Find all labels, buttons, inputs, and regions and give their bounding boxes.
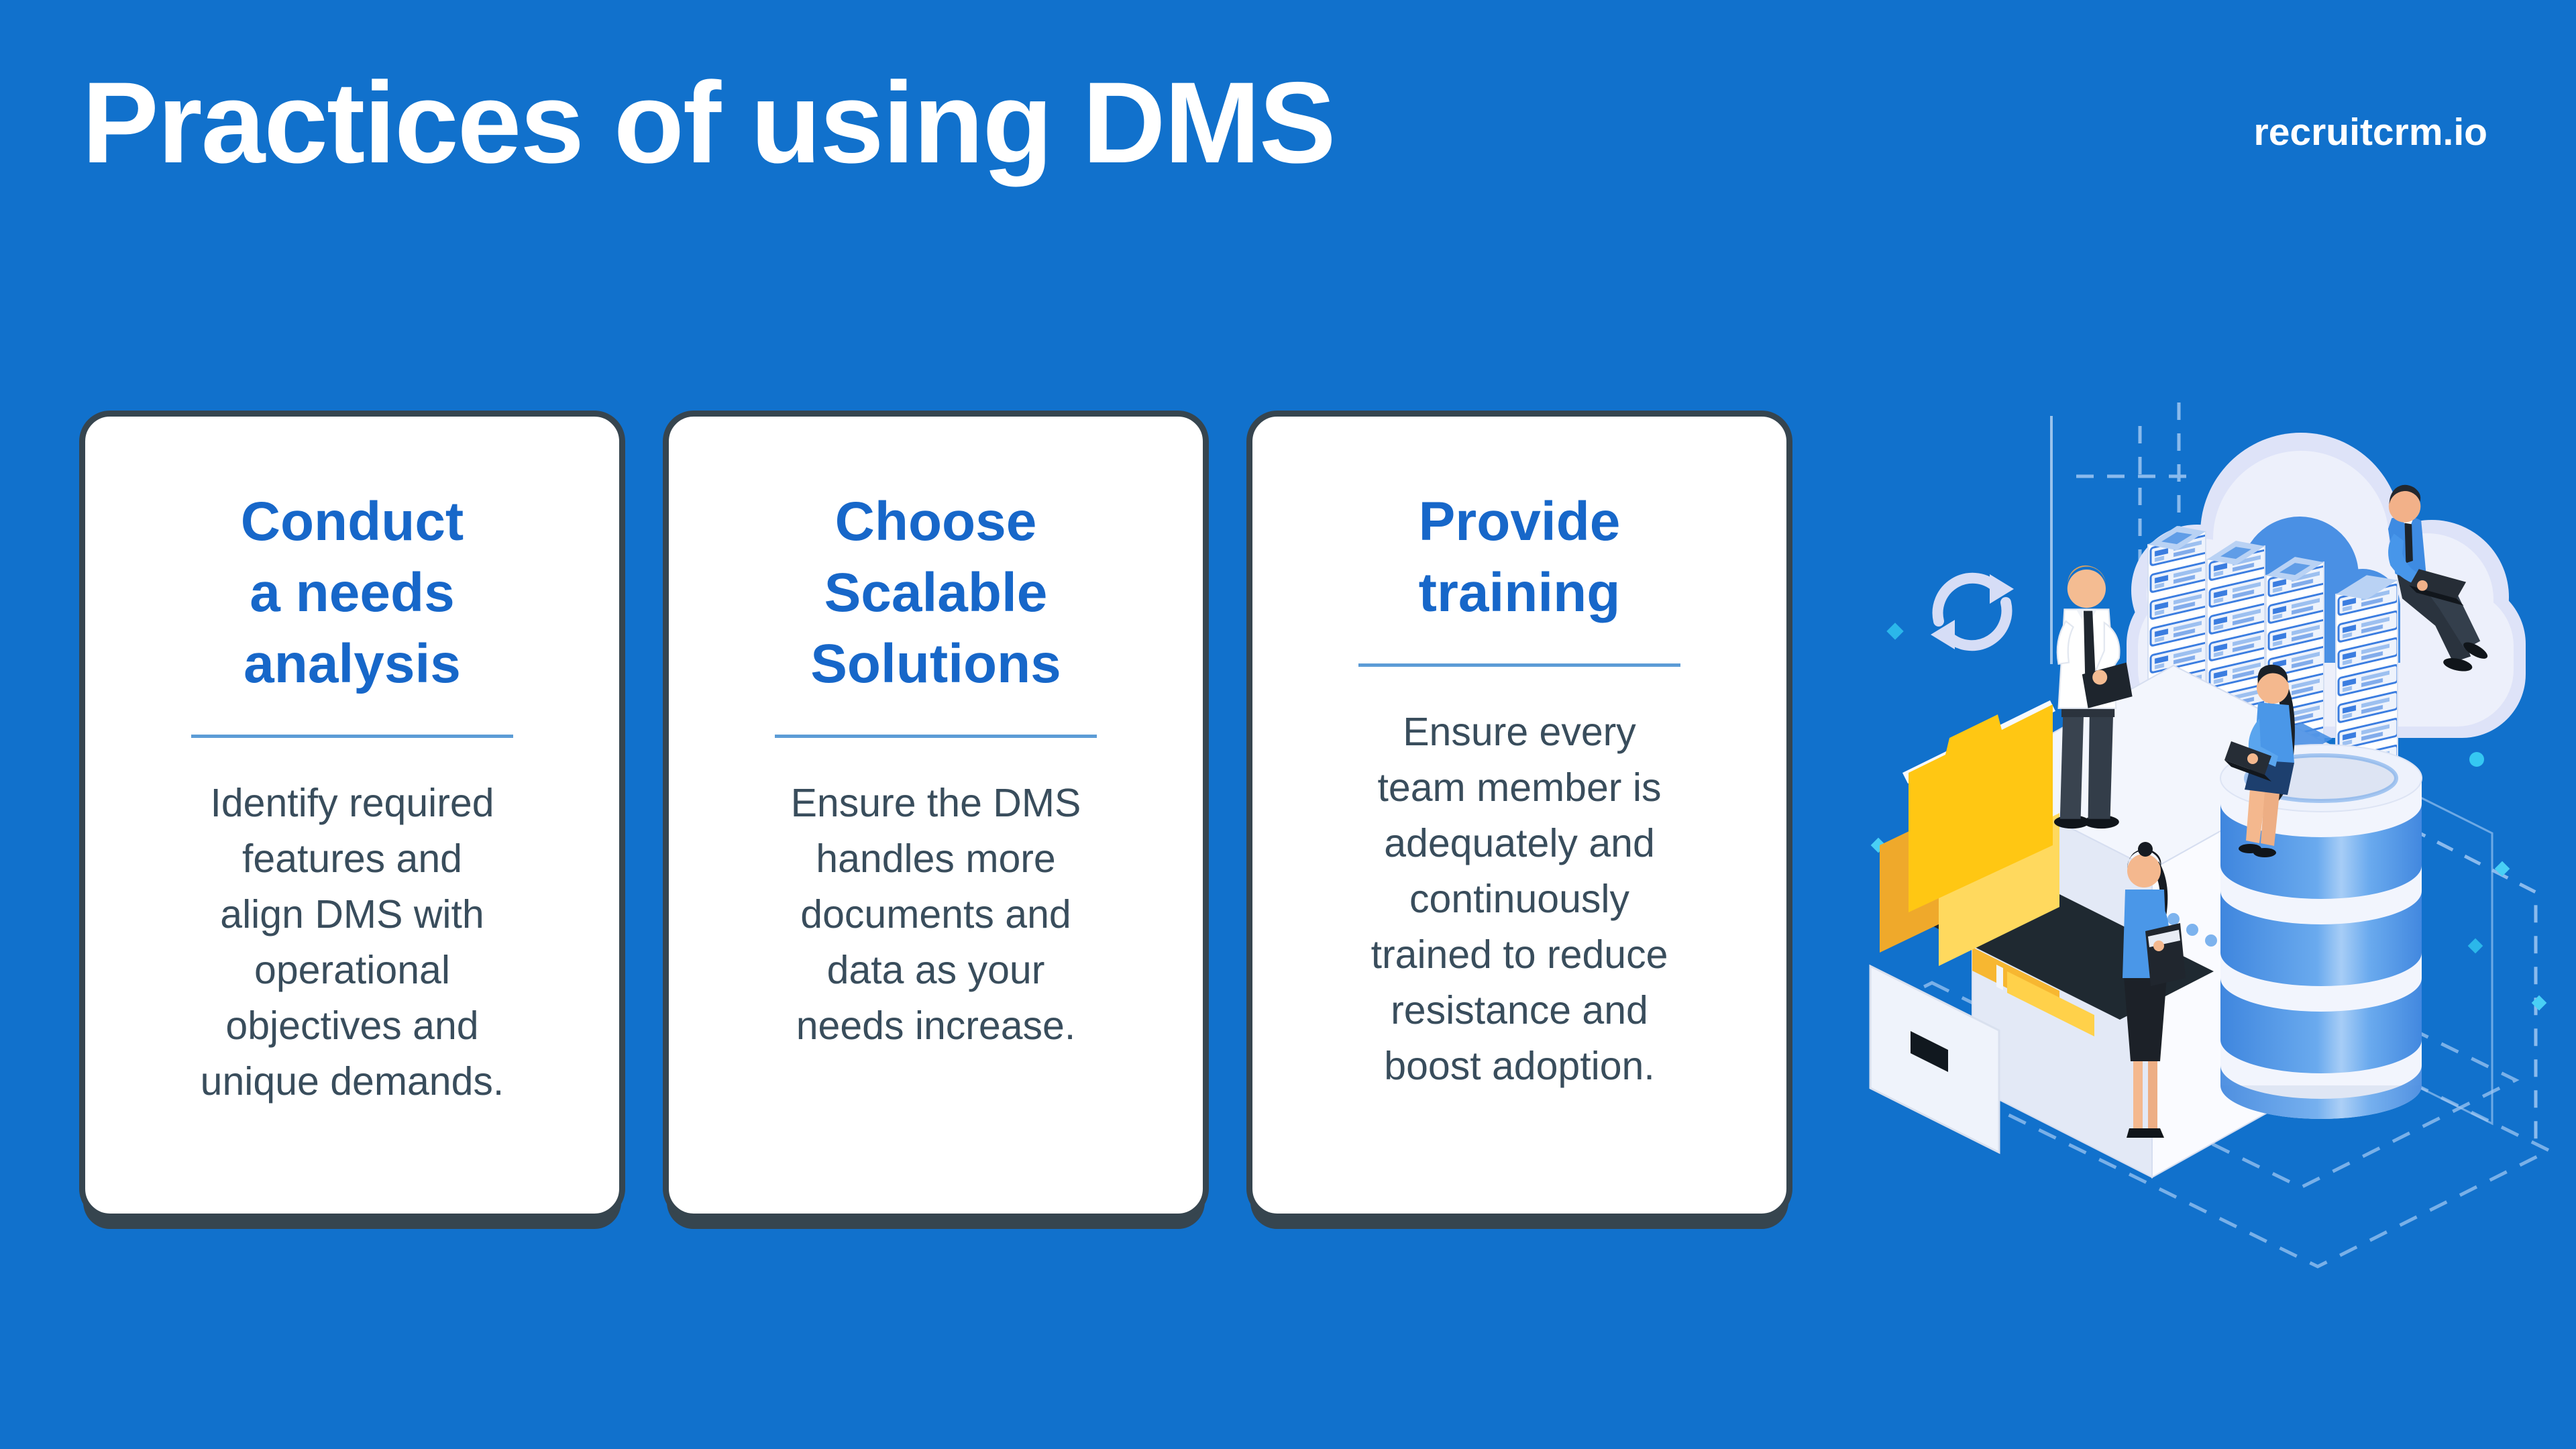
businessman-standing-icon <box>2054 565 2133 829</box>
card-divider <box>1358 663 1680 667</box>
card-provide-training: Provide training Ensure every team membe… <box>1246 411 1792 1220</box>
card-choose-scalable-solutions: Choose Scalable Solutions Ensure the DMS… <box>663 411 1209 1220</box>
yellow-folders-icon <box>1880 700 2059 966</box>
card-heading: Choose Scalable Solutions <box>810 491 1061 694</box>
card-divider <box>191 735 513 738</box>
cabinet-dots <box>2167 913 2217 947</box>
folder-spines <box>1972 947 2094 1036</box>
cloud-dms-illustration <box>1869 402 2553 1269</box>
man-sitting-on-cloud-icon <box>2387 484 2488 672</box>
sync-arrows-icon <box>1931 572 2014 651</box>
card-heading: Conduct a needs analysis <box>240 491 464 694</box>
card-body-text: Ensure every team member is adequately a… <box>1371 710 1668 1088</box>
card-conduct-needs-analysis: Conduct a needs analysis Identify requir… <box>79 411 625 1220</box>
drawer-front-icon <box>1869 964 2000 1155</box>
page-title: Practices of using DMS <box>82 58 1336 187</box>
card-body-text: Ensure the DMS handles more documents an… <box>790 781 1081 1048</box>
woman-standing-icon <box>2123 842 2186 1138</box>
brand-logo: recruitcrm.io <box>2253 111 2487 154</box>
woman-sitting-on-database-icon <box>2224 664 2295 857</box>
card-divider <box>775 735 1097 738</box>
card-body-text: Identify required features and align DMS… <box>200 781 504 1104</box>
card-heading: Provide training <box>1418 491 1621 623</box>
